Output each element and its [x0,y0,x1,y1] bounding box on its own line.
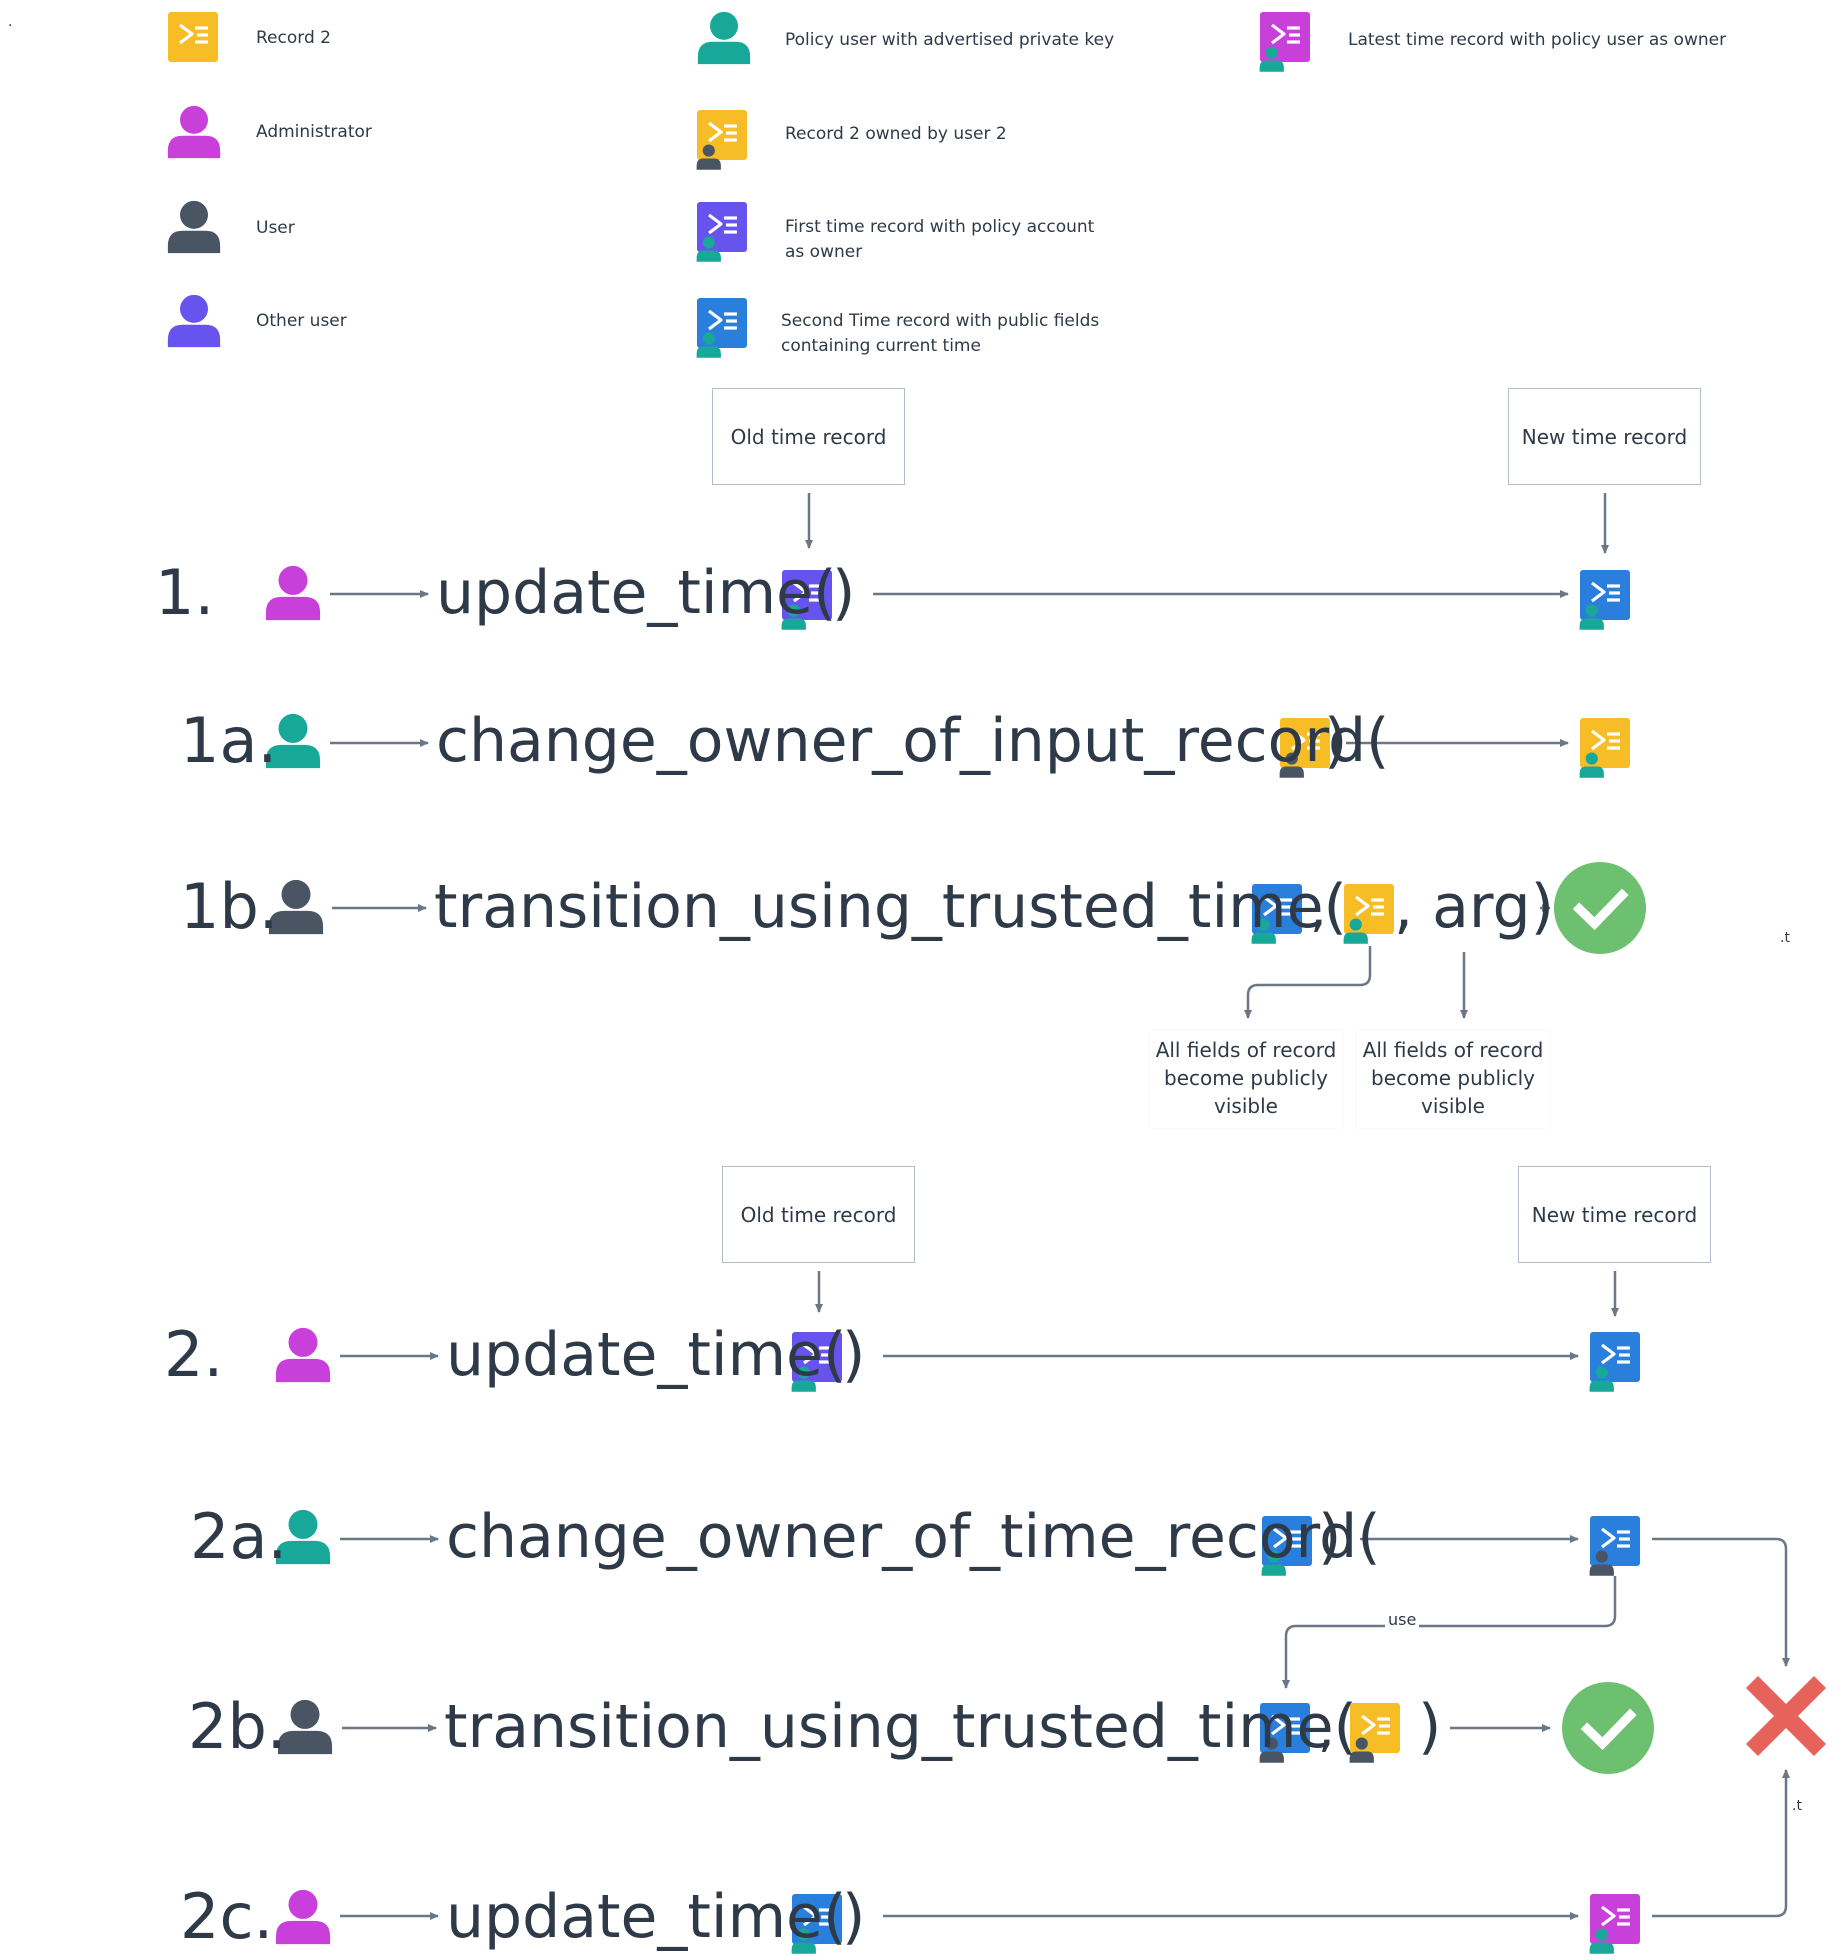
step-1b-record2-public-arrow [1244,946,1372,1019]
step-1a-input-record-icon [1279,718,1330,778]
step-1b-success-icon [1554,862,1646,954]
step-1a-label: 1a. [180,704,278,777]
old-time-record-box-2: Old time record [722,1166,915,1263]
stray-mark: . [8,14,13,30]
step-2c-output-record-icon [1589,1894,1640,1954]
note-line: visible [1214,1094,1278,1118]
note-line: All fields of record [1362,1038,1544,1062]
step-1-label: 1. [155,556,215,629]
new-time-record-box-1: New time record [1508,388,1701,485]
step-1b-user-icon [268,879,324,935]
legend-administrator-label: Administrator [256,122,372,142]
stray-mark-t1: .t [1780,930,1790,946]
legend-record2-icon [168,12,218,62]
legend-record2-label: Record 2 [256,28,331,48]
use-arrow [1282,1576,1617,1689]
step-2c-function: update_time( [446,1882,847,1952]
legend-first-time-record-line2: as owner [785,242,863,262]
legend-policy-user-label: Policy user with advertised private key [785,30,1115,50]
step-2a-policy-user-icon [275,1509,331,1565]
step-2b-user-icon [277,1699,333,1755]
step-2b-record2-icon [1349,1703,1400,1763]
step-2a-label: 2a. [190,1500,288,1573]
legend-second-time-record-icon [696,298,747,358]
step-2a-close-paren: ) [1318,1502,1342,1572]
legend-other-user-icon [167,294,221,348]
public-fields-note-2: All fields of record become publicly vis… [1357,1030,1549,1128]
step-1a-policy-user-icon [265,713,321,769]
note-line: All fields of record [1155,1038,1337,1062]
legend-first-time-record-label: First time record with policy account as… [785,215,1094,265]
legend-latest-time-record-icon [1259,12,1310,72]
legend-second-time-record-line2: containing current time [781,336,981,356]
step-2a-to-failure-arrow [1652,1537,1790,1667]
step-2-close-paren: ) [842,1320,866,1390]
step-2-output-record-icon [1589,1332,1640,1392]
step-2b-success-icon [1562,1682,1654,1774]
legend-record2-owned-icon [696,110,747,170]
note-line: become publicly [1371,1066,1535,1090]
step-2b-close-paren: ) [1418,1692,1442,1762]
step-1b-function: transition_using_trusted_time( [434,872,1347,942]
connector-lines [330,493,1790,1920]
legend-other-user-label: Other user [256,311,347,331]
legend-user-label: User [256,218,295,238]
step-1-admin-icon [265,565,321,621]
legend-first-time-record-line1: First time record with policy account [785,217,1095,237]
step-2c-label: 2c. [180,1880,274,1953]
step-1a-output-record-icon [1579,718,1630,778]
step-2b-separator: , [1318,1699,1335,1759]
step-1a-close-paren: ) [1324,706,1348,776]
step-1b-record2-icon [1343,884,1394,944]
step-2c-close-paren: ) [842,1882,866,1952]
icon-layer [167,11,1827,1954]
failure-cross-icon [1745,1675,1827,1757]
new-time-record-box-2: New time record [1518,1166,1711,1263]
legend-first-time-record-icon [696,202,747,262]
step-2a-input-record-icon [1261,1516,1312,1576]
public-fields-note-1: All fields of record become publicly vis… [1150,1030,1342,1128]
note-line: visible [1421,1094,1485,1118]
step-2b-time-record-icon [1259,1703,1310,1763]
step-2-function: update_time( [446,1320,847,1390]
step-1-input-record-icon [781,570,832,630]
step-1-function: update_time( [436,558,837,628]
use-label: use [1385,1610,1420,1629]
step-2-admin-icon [275,1327,331,1383]
step-1a-function: change_owner_of_input_record( [436,706,1390,776]
step-2a-output-record-icon [1589,1516,1640,1576]
step-2c-to-failure-arrow [1652,1769,1790,1918]
stray-mark-t2: .t [1792,1798,1802,1814]
legend-record2-owned-label: Record 2 owned by user 2 [785,124,1007,144]
legend-latest-time-record-label: Latest time record with policy user as o… [1348,30,1727,50]
step-2a-function: change_owner_of_time_record( [446,1502,1381,1572]
step-2-input-record-icon [791,1332,842,1392]
step-1b-arg: , arg) [1394,872,1555,942]
step-2b-function: transition_using_trusted_time( [444,1692,1357,1762]
step-2b-label: 2b. [188,1690,287,1763]
legend-policy-user-icon [697,11,751,65]
legend-user-icon [167,200,221,254]
step-2c-input-record-icon [791,1894,842,1954]
step-1b-time-record-icon [1251,884,1302,944]
step-1b-label: 1b. [180,870,279,943]
note-line: become publicly [1164,1066,1328,1090]
step-2-label: 2. [164,1318,224,1391]
legend-second-time-record-label: Second Time record with public fields co… [781,309,1099,359]
step-1-close-paren: ) [832,558,856,628]
step-1b-separator: , [1310,879,1327,939]
legend-second-time-record-line1: Second Time record with public fields [781,311,1100,331]
step-1-output-record-icon [1579,570,1630,630]
old-time-record-box-1: Old time record [712,388,905,485]
legend-admin-icon [167,105,221,159]
step-2c-admin-icon [275,1889,331,1945]
